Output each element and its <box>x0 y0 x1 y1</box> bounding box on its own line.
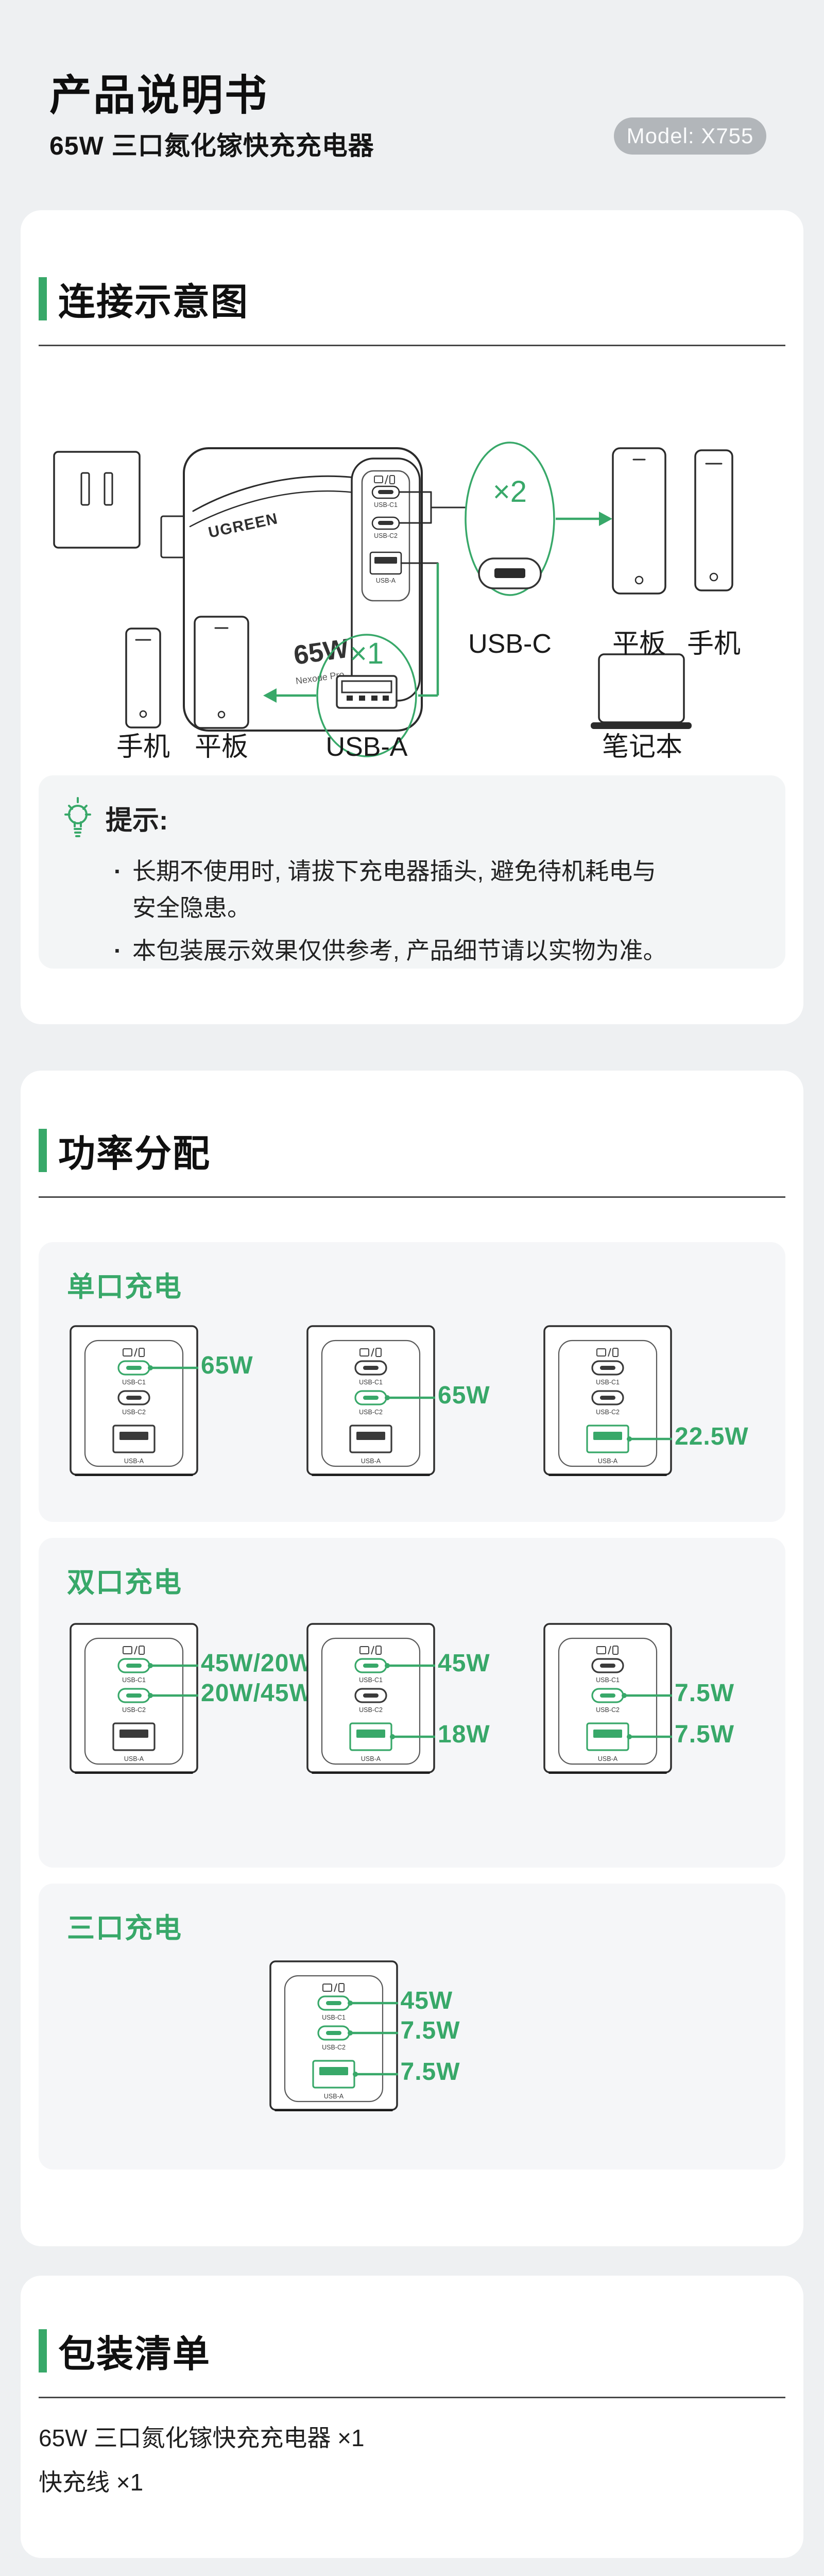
divider <box>39 345 785 346</box>
svg-text:USB-C1: USB-C1 <box>322 2014 346 2021</box>
watt-label: 65W <box>438 1382 490 1409</box>
svg-text:平板: 平板 <box>195 732 248 762</box>
tips-box: 提示: 长期不使用时, 请拔下充电器插头, 避免待机耗电与安全隐患。本包装展示效… <box>39 775 785 969</box>
divider <box>39 2397 785 2398</box>
section-title-power: 功率分配 <box>58 1133 211 1175</box>
watt-label: 45W <box>438 1650 490 1677</box>
svg-text:USB-A: USB-A <box>323 2093 344 2100</box>
svg-text:USB-C2: USB-C2 <box>122 1409 146 1416</box>
svg-text:×1: ×1 <box>350 637 384 670</box>
svg-text:USB-A: USB-A <box>326 732 408 762</box>
bulb-icon <box>59 793 96 843</box>
power-group-title: 三口充电 <box>67 1913 182 1944</box>
svg-text:USB-A: USB-A <box>598 1458 618 1465</box>
watt-label: 45W <box>400 1987 453 2014</box>
accent-bar <box>39 1128 47 1172</box>
svg-text:手机: 手机 <box>687 629 741 659</box>
tips-heading: 提示: <box>106 806 168 836</box>
tip-item: 长期不使用时, 请拔下充电器插头, 避免待机耗电与安全隐患。 <box>111 853 671 926</box>
svg-text:USB-C1: USB-C1 <box>596 1379 620 1386</box>
packing-item: 65W 三口氮化镓快充充电器 ×1 <box>39 2425 365 2451</box>
svg-text:笔记本: 笔记本 <box>602 732 682 762</box>
power-group-title: 双口充电 <box>67 1567 182 1598</box>
packing-item: 快充线 ×1 <box>39 2469 144 2496</box>
svg-text:USB-C1: USB-C1 <box>359 1676 383 1684</box>
svg-text:USB-C: USB-C <box>468 629 552 659</box>
section-connection: 连接示意图 <box>21 210 803 1024</box>
section-title-connection: 连接示意图 <box>58 282 249 323</box>
section-title-packing: 包装清单 <box>58 2334 211 2375</box>
svg-text:USB-C2: USB-C2 <box>322 2044 346 2051</box>
watt-label: 20W/45W <box>201 1680 313 1707</box>
svg-text:USB-C2: USB-C2 <box>359 1409 383 1416</box>
svg-text:USB-C1: USB-C1 <box>122 1676 146 1684</box>
watt-label: 65W <box>201 1352 253 1379</box>
svg-text:USB-A: USB-A <box>124 1458 144 1465</box>
tip-item: 本包装展示效果仅供参考, 产品细节请以实物为准。 <box>111 933 671 969</box>
svg-text:USB-C1: USB-C1 <box>374 501 398 509</box>
page-title: 产品说明书 <box>49 72 269 119</box>
watt-label: 45W/20W <box>201 1650 313 1677</box>
svg-text:USB-C2: USB-C2 <box>596 1409 620 1416</box>
power-group-title: 单口充电 <box>67 1272 182 1302</box>
svg-text:USB-C1: USB-C1 <box>359 1379 383 1386</box>
svg-text:×2: ×2 <box>493 475 527 509</box>
svg-text:USB-C1: USB-C1 <box>596 1676 620 1684</box>
svg-text:手机: 手机 <box>116 732 170 762</box>
section-packing: 包装清单 65W 三口氮化镓快充充电器 ×1 快充线 ×1 <box>21 2276 803 2558</box>
svg-text:USB-A: USB-A <box>124 1755 144 1762</box>
watt-label: 7.5W <box>675 1680 735 1707</box>
packing-items: 65W 三口氮化镓快充充电器 ×1 快充线 ×1 <box>39 2416 785 2504</box>
svg-text:USB-C2: USB-C2 <box>359 1706 383 1714</box>
svg-text:USB-C2: USB-C2 <box>374 532 398 539</box>
svg-text:USB-C1: USB-C1 <box>122 1379 146 1386</box>
watt-label: 22.5W <box>675 1423 749 1450</box>
product-name: 65W 三口氮化镓快充充电器 <box>49 131 374 160</box>
svg-text:USB-A: USB-A <box>376 577 396 584</box>
watt-label: 7.5W <box>400 2058 460 2086</box>
accent-bar <box>39 2329 47 2372</box>
svg-text:USB-A: USB-A <box>361 1458 381 1465</box>
watt-label: 7.5W <box>400 2017 460 2044</box>
model-badge: Model: X755 <box>614 117 766 155</box>
watt-label: 7.5W <box>675 1721 735 1748</box>
svg-text:USB-A: USB-A <box>598 1755 618 1762</box>
svg-text:平板: 平板 <box>612 629 666 659</box>
tips-list: 长期不使用时, 请拔下充电器插头, 避免待机耗电与安全隐患。本包装展示效果仅供参… <box>111 853 765 969</box>
svg-text:USB-C2: USB-C2 <box>596 1706 620 1714</box>
accent-bar <box>39 277 47 320</box>
watt-label: 18W <box>438 1721 490 1748</box>
divider <box>39 1196 785 1198</box>
svg-text:USB-A: USB-A <box>361 1755 381 1762</box>
svg-text:USB-C2: USB-C2 <box>122 1706 146 1714</box>
